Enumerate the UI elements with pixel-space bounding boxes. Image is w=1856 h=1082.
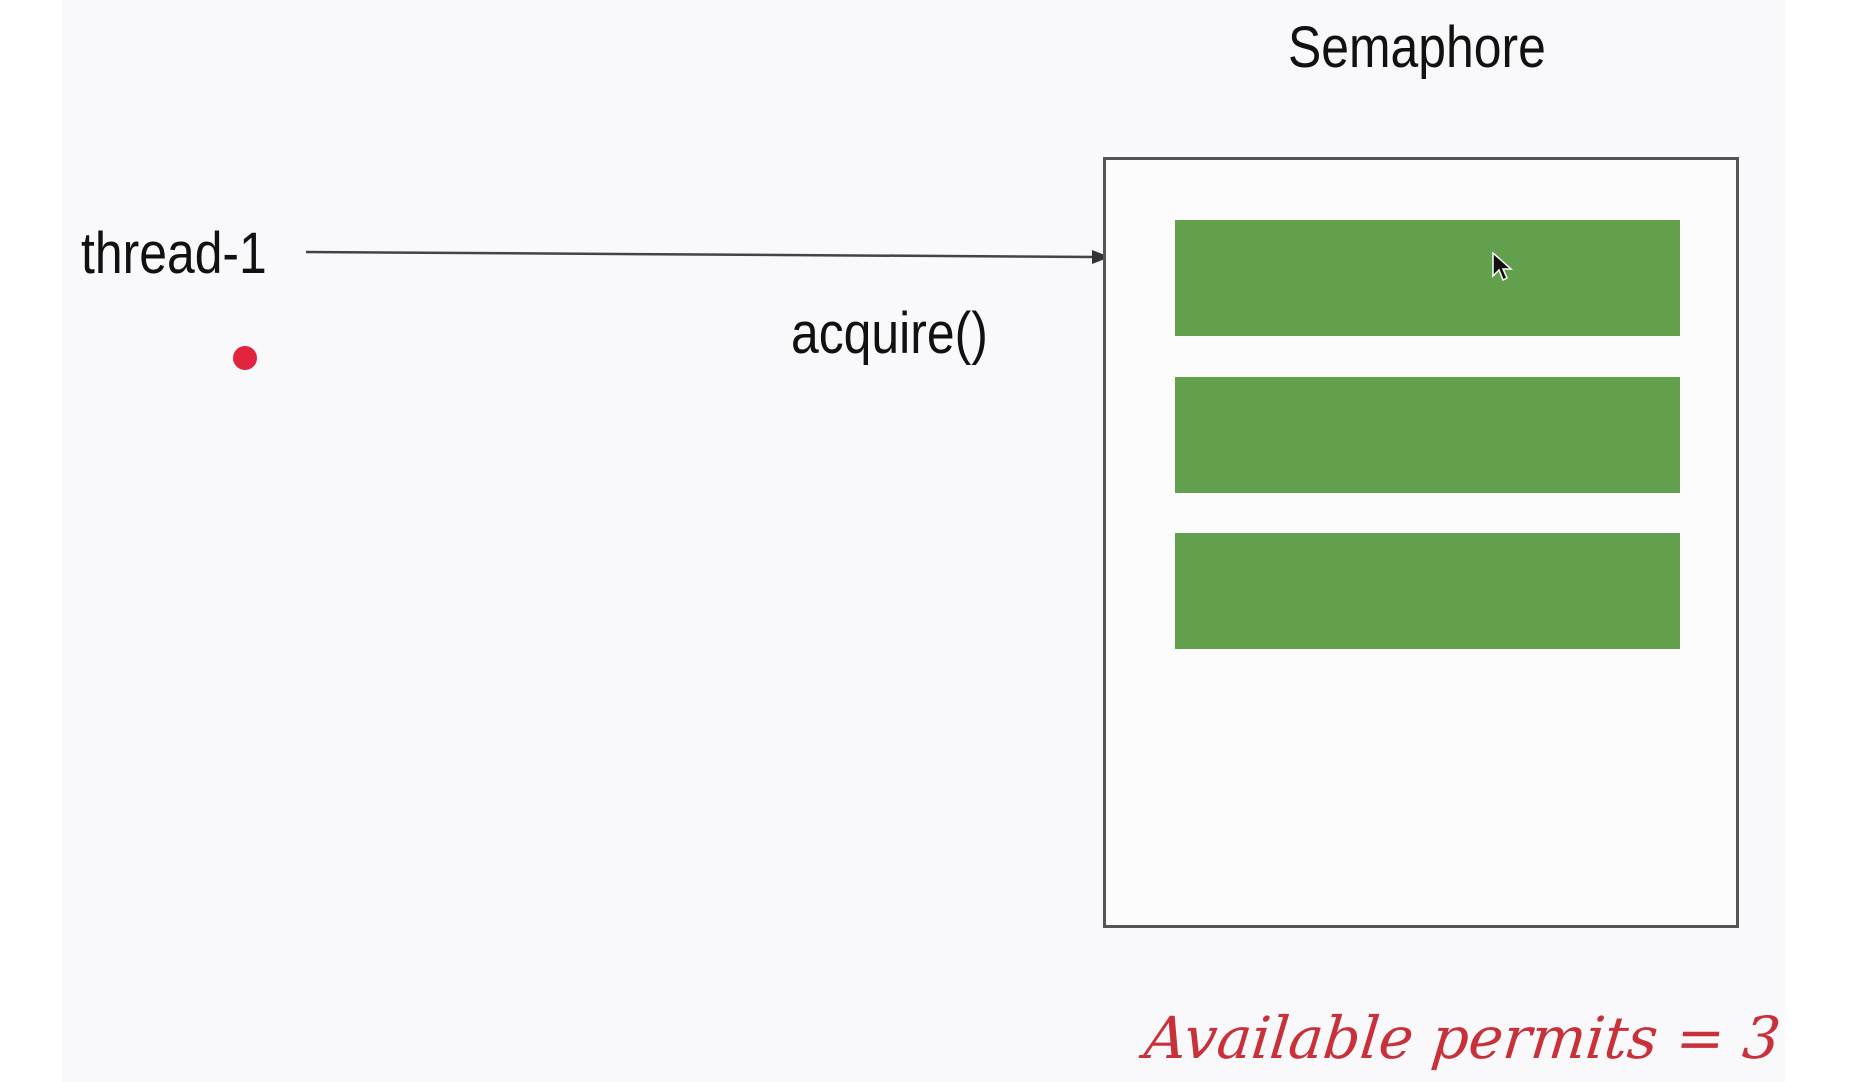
thread-label: thread-1 <box>81 221 267 286</box>
permit-slot <box>1175 220 1680 336</box>
permit-slot <box>1175 533 1680 649</box>
available-permits-note: Available permits = 3 <box>1141 1004 1784 1072</box>
cursor-arrow-icon <box>1492 252 1513 282</box>
acquire-label: acquire() <box>791 301 988 366</box>
permit-slot <box>1175 377 1680 493</box>
indicator-dot <box>233 346 257 370</box>
semaphore-title: Semaphore <box>1288 15 1546 80</box>
